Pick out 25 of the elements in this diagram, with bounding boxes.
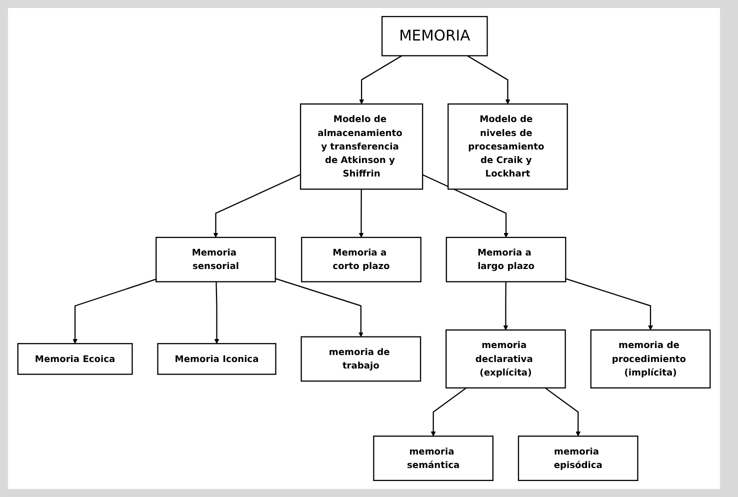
arrow: [422, 174, 509, 238]
arrow: [213, 174, 301, 238]
arrow: [214, 282, 220, 344]
arrow: [467, 55, 510, 104]
arrow: [565, 278, 653, 330]
arrow: [72, 278, 156, 344]
node-box: Memoria Iconica: [157, 343, 276, 375]
node-box: memoria episódica: [518, 436, 638, 482]
arrow: [358, 189, 364, 238]
node-box: Modelo de niveles de procesamiento de Craik y Lockhart: [448, 103, 568, 190]
node-box: Memoria Ecoica: [17, 343, 133, 375]
node-box: memoria de trabajo: [300, 336, 422, 382]
node-box: Memoria sensorial: [156, 236, 276, 282]
arrow: [359, 55, 402, 104]
node-box: MEMORIA: [381, 16, 488, 56]
node-box: memoria semántica: [373, 436, 494, 482]
node-box: Memoria a largo plazo: [446, 236, 566, 282]
arrow: [430, 387, 467, 436]
node-box: Memoria a corto plazo: [301, 236, 422, 282]
node-box: Modelo de almacenamiento y transferencia de Atkinson y Shiffrin: [300, 103, 424, 190]
arrow: [503, 282, 508, 330]
arrow: [544, 387, 581, 436]
node-box: memoria declarativa (explícita): [446, 329, 566, 388]
node-box: memoria de procedimiento (implícita): [590, 329, 711, 388]
arrow: [275, 278, 364, 338]
